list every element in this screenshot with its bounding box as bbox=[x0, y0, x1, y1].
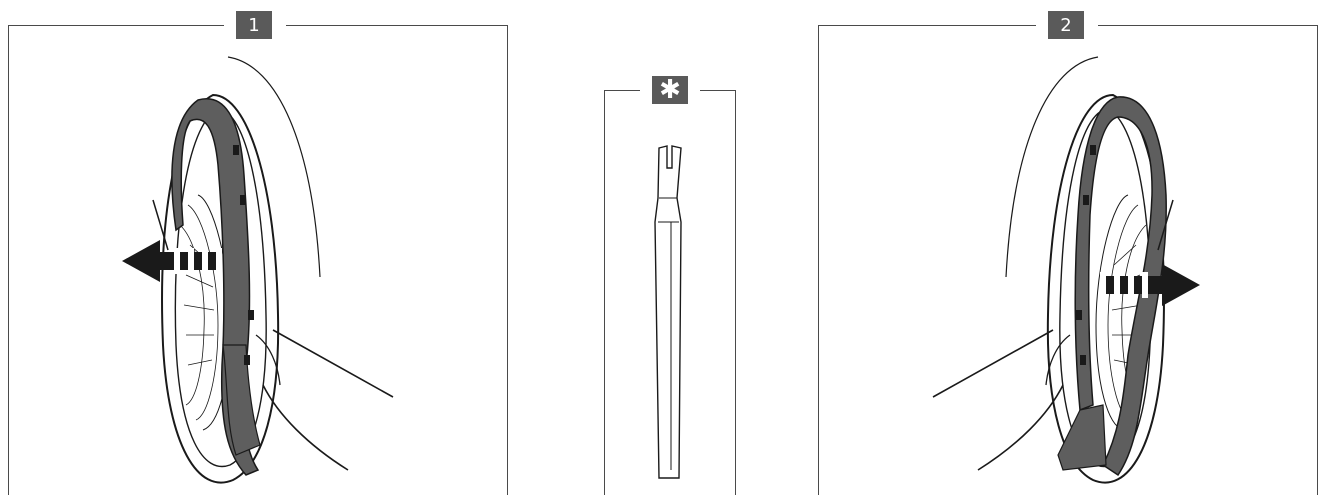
step-2-illustration bbox=[818, 25, 1318, 495]
arrow-left-icon bbox=[122, 238, 232, 284]
arrow-right-icon bbox=[1090, 262, 1200, 308]
step-1-illustration bbox=[8, 25, 508, 495]
tool-badge: ✱ bbox=[652, 76, 688, 104]
pry-tool-icon bbox=[645, 140, 695, 480]
